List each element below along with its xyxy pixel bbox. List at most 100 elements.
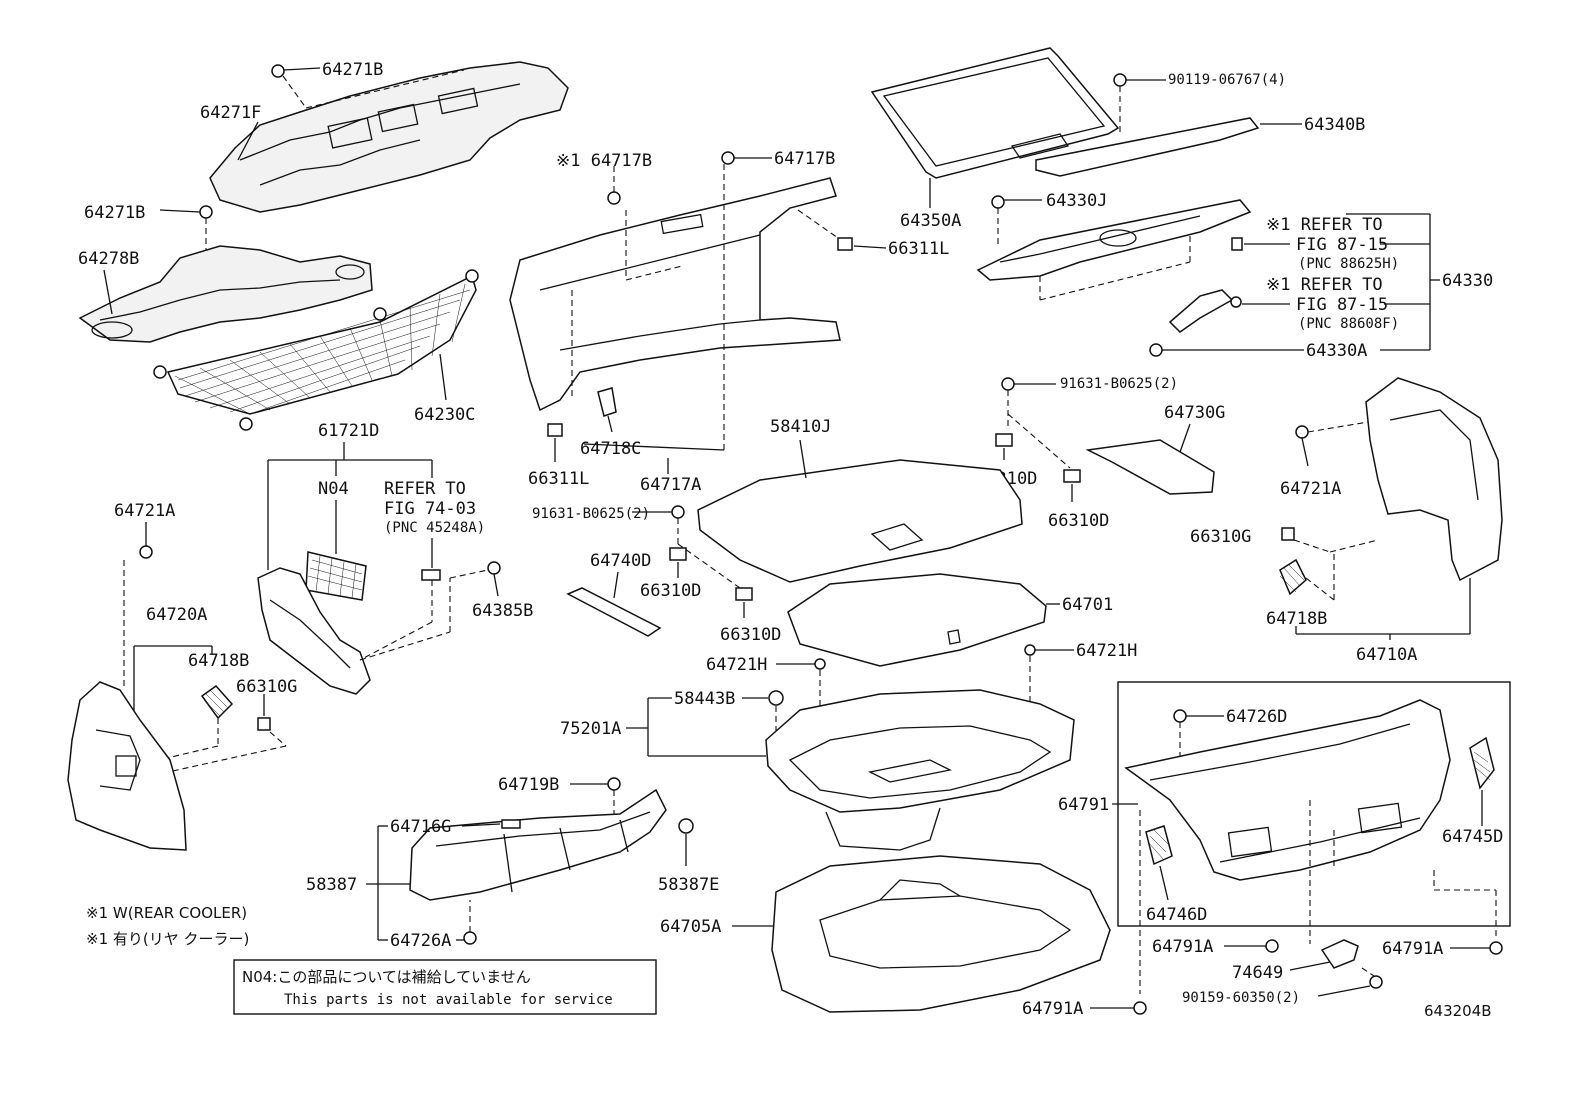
label-64701: 64701 — [1062, 595, 1113, 615]
label-75201A: 75201A — [560, 719, 621, 739]
label-64730G: 64730G — [1164, 403, 1225, 423]
label-ref2-a: ※1 REFER TO — [1266, 275, 1383, 295]
label-64340B: 64340B — [1304, 115, 1365, 135]
part-64730G-drawing — [1085, 439, 1215, 495]
part-64718B-right — [1279, 558, 1307, 596]
clip-64726A — [463, 931, 477, 945]
label-64705A: 64705A — [660, 917, 721, 937]
part-58387-scuff — [409, 788, 667, 901]
label-58387: 58387 — [306, 875, 357, 895]
label-64271B: 64271B — [84, 203, 145, 223]
label-64718B-left: 64718B — [188, 651, 249, 671]
clip-64721A-right — [1295, 425, 1309, 439]
label-ref3-a: REFER TO — [384, 479, 466, 499]
note-n04-jp: N04:この部品については補給していません — [242, 968, 531, 986]
part-74649-drawing — [1320, 939, 1359, 969]
part-64718C-drawing — [597, 387, 617, 417]
label-64710A: 64710A — [1356, 645, 1417, 665]
part-64791-drawing — [1124, 699, 1451, 881]
label-64278B: 64278B — [78, 249, 139, 269]
part-N04-net — [305, 551, 367, 601]
label-ref1-b: FIG 87-15 — [1296, 235, 1388, 255]
clip-66310G-left — [257, 717, 271, 731]
label-64720A: 64720A — [146, 605, 207, 625]
part-64740D-drawing — [566, 587, 662, 637]
clip-66310D-c — [669, 547, 687, 561]
note-rear-cooler-en: ※1 W(REAR COOLER) — [86, 904, 247, 922]
diagram-code: 643204B — [1424, 1002, 1492, 1020]
part-64350A-tonneau — [870, 47, 1120, 179]
part-64746D-drawing — [1145, 825, 1173, 866]
clip-64330J — [991, 195, 1005, 209]
clip-64717B — [721, 151, 735, 165]
label-ref2-b: FIG 87-15 — [1296, 295, 1388, 315]
label-66310G-right: 66310G — [1190, 527, 1251, 547]
clip-64791A-c — [1489, 941, 1503, 955]
label-66311L-bottom: 66311L — [528, 469, 589, 489]
clip-64716G — [501, 819, 521, 829]
label-ref1-a: ※1 REFER TO — [1266, 215, 1383, 235]
clip-64721A-left — [139, 545, 153, 559]
clip-66310G-right — [1281, 527, 1295, 541]
label-64271B-top: 64271B — [322, 60, 383, 80]
part-88608F-duct — [1168, 289, 1242, 333]
label-64718B-right: 64718B — [1266, 609, 1327, 629]
label-ref3-b: FIG 74-03 — [384, 499, 476, 519]
label-64726A: 64726A — [390, 931, 451, 951]
label-64230C: 64230C — [414, 405, 475, 425]
clip-64721H-left — [814, 658, 826, 670]
label-64721A-right: 64721A — [1280, 479, 1341, 499]
clip-90119 — [1113, 73, 1127, 87]
label-64716G: 64716G — [390, 817, 451, 837]
label-58443B: 58443B — [674, 689, 735, 709]
label-64330: 64330 — [1442, 271, 1493, 291]
label-64330A: 64330A — [1306, 341, 1367, 361]
part-64701-mat — [787, 573, 1047, 667]
label-90119: 90119-06767(4) — [1168, 72, 1286, 88]
label-64717B: 64717B — [774, 149, 835, 169]
label-64740D: 64740D — [590, 551, 651, 571]
part-64710A-drawing — [1365, 377, 1503, 582]
label-74649: 74649 — [1232, 963, 1283, 983]
clip-64271B — [199, 205, 213, 219]
clip-66310D-a — [995, 433, 1013, 447]
clip-66311L-bottom — [547, 423, 563, 437]
label-64717A: 64717A — [640, 475, 701, 495]
label-64717B-ref: ※1 64717B — [556, 151, 652, 171]
part-64705A-drawing — [771, 855, 1111, 1013]
label-64719B: 64719B — [498, 775, 559, 795]
label-64718C: 64718C — [580, 439, 641, 459]
label-64721H-left: 64721H — [706, 655, 767, 675]
clip-64721H-right — [1024, 644, 1036, 656]
label-58410J: 58410J — [770, 417, 831, 437]
clip-64719B — [607, 777, 621, 791]
label-64721A-left: 64721A — [114, 501, 175, 521]
label-90159: 90159-60350(2) — [1182, 990, 1300, 1006]
label-ref2-c: (PNC 88608F) — [1298, 316, 1399, 332]
label-61721D: 61721D — [318, 421, 379, 441]
clip-91631-mid — [671, 505, 685, 519]
clip-64726D — [1173, 709, 1187, 723]
clip-ref-88625H — [1231, 237, 1243, 251]
label-64791A-b: 64791A — [1022, 999, 1083, 1019]
screw-90159 — [1369, 975, 1383, 989]
label-66310D-c: 66310D — [640, 581, 701, 601]
part-64717A-drawing — [509, 177, 841, 412]
clip-64330A — [1149, 343, 1163, 357]
label-64791A-a: 64791A — [1152, 937, 1213, 957]
part-75201A-tray — [765, 689, 1075, 851]
note-n04-en: This parts is not available for service — [284, 992, 613, 1008]
part-64340B-drawing — [1035, 117, 1260, 177]
part-58410J-deck-board — [697, 459, 1023, 583]
label-66310D-d: 66310D — [720, 625, 781, 645]
part-64718B-left — [200, 684, 234, 720]
n04-note-box — [233, 959, 657, 1015]
label-58387E: 58387E — [658, 875, 719, 895]
label-64726D: 64726D — [1226, 707, 1287, 727]
label-64385B: 64385B — [472, 601, 533, 621]
part-64271F-drawing — [209, 61, 569, 213]
clip-64791A-b — [1133, 1001, 1147, 1015]
label-64791A-c: 64791A — [1382, 939, 1443, 959]
clip-91631-top — [1001, 377, 1015, 391]
clip-64271B-top — [271, 64, 285, 78]
